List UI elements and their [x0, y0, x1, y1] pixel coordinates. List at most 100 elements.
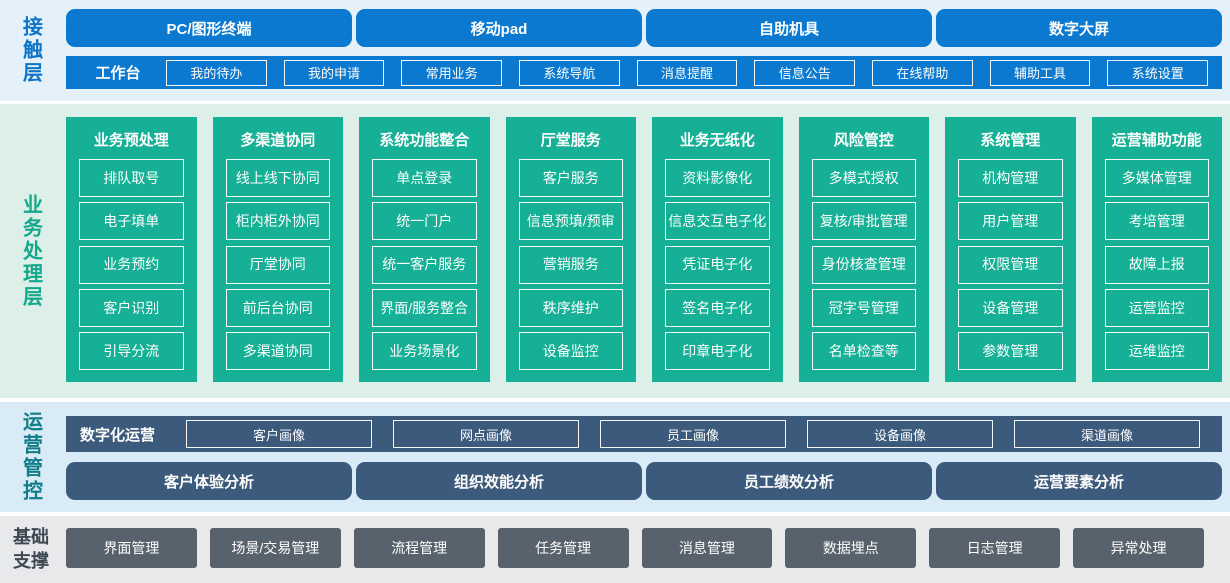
workbench-item[interactable]: 在线帮助	[872, 59, 973, 86]
business-item[interactable]: 信息预填/预审	[518, 202, 623, 241]
terminal-button[interactable]: 移动pad	[356, 9, 642, 47]
business-column-items: 多模式授权 复核/审批管理 身份核查管理 冠字号管理 名单检查等	[811, 159, 916, 370]
business-layer-label-wrap: 业务处理层	[0, 104, 62, 398]
business-item[interactable]: 业务场景化	[372, 332, 477, 370]
contact-layer-section: 接触层 PC/图形终端 移动pad 自助机具 数字大屏 工作台 我的待	[0, 0, 1230, 101]
business-item[interactable]: 权限管理	[958, 245, 1063, 284]
profile-item[interactable]: 设备画像	[807, 420, 993, 448]
business-item[interactable]: 统一门户	[372, 202, 477, 241]
business-item[interactable]: 客户识别	[79, 288, 184, 327]
business-column-title: 系统管理	[980, 132, 1041, 149]
business-column: 风险管控 多模式授权 复核/审批管理 身份核查管理 冠字号管理 名单检查等	[798, 117, 929, 382]
foundation-layer-label: 基础支撑	[13, 527, 49, 571]
foundation-item[interactable]: 任务管理	[497, 528, 629, 568]
business-item[interactable]: 运维监控	[1104, 332, 1209, 370]
analysis-item[interactable]: 运营要素分析	[936, 462, 1222, 500]
business-column-title: 运营辅助功能	[1111, 132, 1202, 149]
business-column-items: 排队取号 电子填单 业务预约 客户识别 引导分流	[79, 159, 184, 370]
business-item[interactable]: 多渠道协同	[225, 332, 330, 370]
workbench-item[interactable]: 消息提醒	[636, 59, 738, 86]
business-item[interactable]: 营销服务	[518, 245, 623, 284]
workbench-item[interactable]: 辅助工具	[989, 59, 1091, 86]
business-item[interactable]: 考培管理	[1104, 202, 1209, 241]
business-item[interactable]: 参数管理	[958, 332, 1063, 370]
business-column-items: 单点登录 统一门户 统一客户服务 界面/服务整合 业务场景化	[372, 159, 477, 370]
foundation-items: 界面管理 场景/交易管理 流程管理 任务管理 消息管理 数据埋点 日志管理 异常…	[62, 516, 1230, 583]
workbench-item[interactable]: 系统导航	[519, 59, 620, 86]
business-column-title: 业务无纸化	[679, 132, 755, 149]
business-item[interactable]: 复核/审批管理	[811, 202, 916, 241]
foundation-layer-section: 基础支撑 界面管理 场景/交易管理 流程管理 任务管理 消息管理 数据埋点 日志…	[0, 516, 1230, 583]
profile-item[interactable]: 员工画像	[600, 420, 786, 448]
business-layer-section: 业务处理层 业务预处理 排队取号 电子填单 业务预约 客户	[0, 104, 1230, 398]
business-item[interactable]: 身份核查管理	[811, 245, 916, 284]
operations-layer-label-wrap: 运营管控	[0, 402, 62, 512]
analysis-item[interactable]: 员工绩效分析	[646, 462, 932, 500]
business-item[interactable]: 运营监控	[1104, 288, 1209, 327]
foundation-item[interactable]: 日志管理	[929, 528, 1061, 568]
business-item[interactable]: 用户管理	[958, 202, 1063, 241]
profile-item[interactable]: 渠道画像	[1014, 420, 1200, 448]
business-item[interactable]: 客户服务	[518, 159, 623, 197]
workbench-label: 工作台	[95, 65, 141, 82]
business-item[interactable]: 资料影像化	[665, 159, 770, 197]
foundation-item[interactable]: 异常处理	[1073, 528, 1204, 568]
business-item[interactable]: 设备监控	[518, 332, 623, 370]
business-item[interactable]: 业务预约	[79, 245, 184, 284]
workbench-item[interactable]: 系统设置	[1107, 59, 1209, 86]
business-item[interactable]: 凭证电子化	[665, 245, 770, 284]
business-item[interactable]: 设备管理	[958, 288, 1063, 327]
terminal-button[interactable]: PC/图形终端	[66, 9, 352, 47]
business-column: 系统功能整合 单点登录 统一门户 统一客户服务 界面/服务整合 业务场景化	[359, 117, 490, 382]
business-item[interactable]: 多媒体管理	[1104, 159, 1209, 197]
business-item[interactable]: 引导分流	[79, 332, 184, 370]
digital-operations-bar: 数字化运营 客户画像 网点画像 员工画像 设备画像 渠道画像	[66, 416, 1222, 452]
foundation-item[interactable]: 消息管理	[641, 528, 773, 568]
analysis-item[interactable]: 客户体验分析	[66, 462, 352, 500]
foundation-item[interactable]: 数据埋点	[785, 528, 917, 568]
analysis-item[interactable]: 组织效能分析	[356, 462, 642, 500]
business-item[interactable]: 多模式授权	[811, 159, 916, 197]
business-item[interactable]: 签名电子化	[665, 288, 770, 327]
business-columns: 业务预处理 排队取号 电子填单 业务预约 客户识别 引导分流	[62, 104, 1230, 398]
workbench-item[interactable]: 我的待办	[166, 59, 267, 86]
terminal-button[interactable]: 自助机具	[646, 9, 932, 47]
business-item[interactable]: 排队取号	[79, 159, 184, 197]
business-item[interactable]: 线上线下协同	[225, 159, 330, 197]
business-item[interactable]: 单点登录	[372, 159, 477, 197]
business-column-title: 风险管控	[833, 132, 894, 149]
business-item[interactable]: 统一客户服务	[372, 245, 477, 284]
business-item[interactable]: 信息交互电子化	[665, 202, 770, 241]
workbench-items: 我的待办 我的申请 常用业务 系统导航 消息提醒 信息公告 在线帮助 辅助工具	[166, 59, 1209, 86]
business-column: 多渠道协同 线上线下协同 柜内柜外协同 厅堂协同 前后台协同 多渠道协同	[212, 117, 343, 382]
business-column-items: 客户服务 信息预填/预审 营销服务 秩序维护 设备监控	[518, 159, 623, 370]
business-item[interactable]: 印章电子化	[665, 332, 770, 370]
business-column: 运营辅助功能 多媒体管理 考培管理 故障上报 运营监控 运维监控	[1091, 117, 1222, 382]
business-item[interactable]: 前后台协同	[225, 288, 330, 327]
business-item[interactable]: 界面/服务整合	[372, 288, 477, 327]
business-item[interactable]: 秩序维护	[518, 288, 623, 327]
business-item[interactable]: 柜内柜外协同	[225, 202, 330, 241]
business-item[interactable]: 电子填单	[79, 202, 184, 241]
workbench-item[interactable]: 我的申请	[283, 59, 385, 86]
business-item[interactable]: 机构管理	[958, 159, 1063, 197]
foundation-item[interactable]: 流程管理	[353, 528, 485, 568]
workbench-item[interactable]: 常用业务	[401, 59, 503, 86]
analysis-row: 客户体验分析 组织效能分析 员工绩效分析 运营要素分析	[66, 462, 1222, 500]
business-column: 业务无纸化 资料影像化 信息交互电子化 凭证电子化 签名电子化 印章电子化	[652, 117, 783, 382]
foundation-item[interactable]: 界面管理	[66, 528, 197, 568]
profile-item[interactable]: 网点画像	[393, 420, 579, 448]
profile-item[interactable]: 客户画像	[186, 420, 372, 448]
foundation-layer-label-wrap: 基础支撑	[0, 516, 62, 583]
operations-layer-section: 运营管控 数字化运营 客户画像 网点画像 员工画像 设备画像 渠道画像	[0, 402, 1230, 512]
business-item[interactable]: 厅堂协同	[225, 245, 330, 284]
terminal-button[interactable]: 数字大屏	[936, 9, 1222, 47]
business-column-items: 机构管理 用户管理 权限管理 设备管理 参数管理	[958, 159, 1063, 370]
business-item[interactable]: 冠字号管理	[811, 288, 916, 327]
foundation-item[interactable]: 场景/交易管理	[209, 528, 341, 568]
business-column-items: 资料影像化 信息交互电子化 凭证电子化 签名电子化 印章电子化	[665, 159, 770, 370]
contact-layer-label: 接触层	[19, 16, 42, 85]
business-item[interactable]: 名单检查等	[811, 332, 916, 370]
business-item[interactable]: 故障上报	[1104, 245, 1209, 284]
workbench-item[interactable]: 信息公告	[754, 59, 856, 86]
